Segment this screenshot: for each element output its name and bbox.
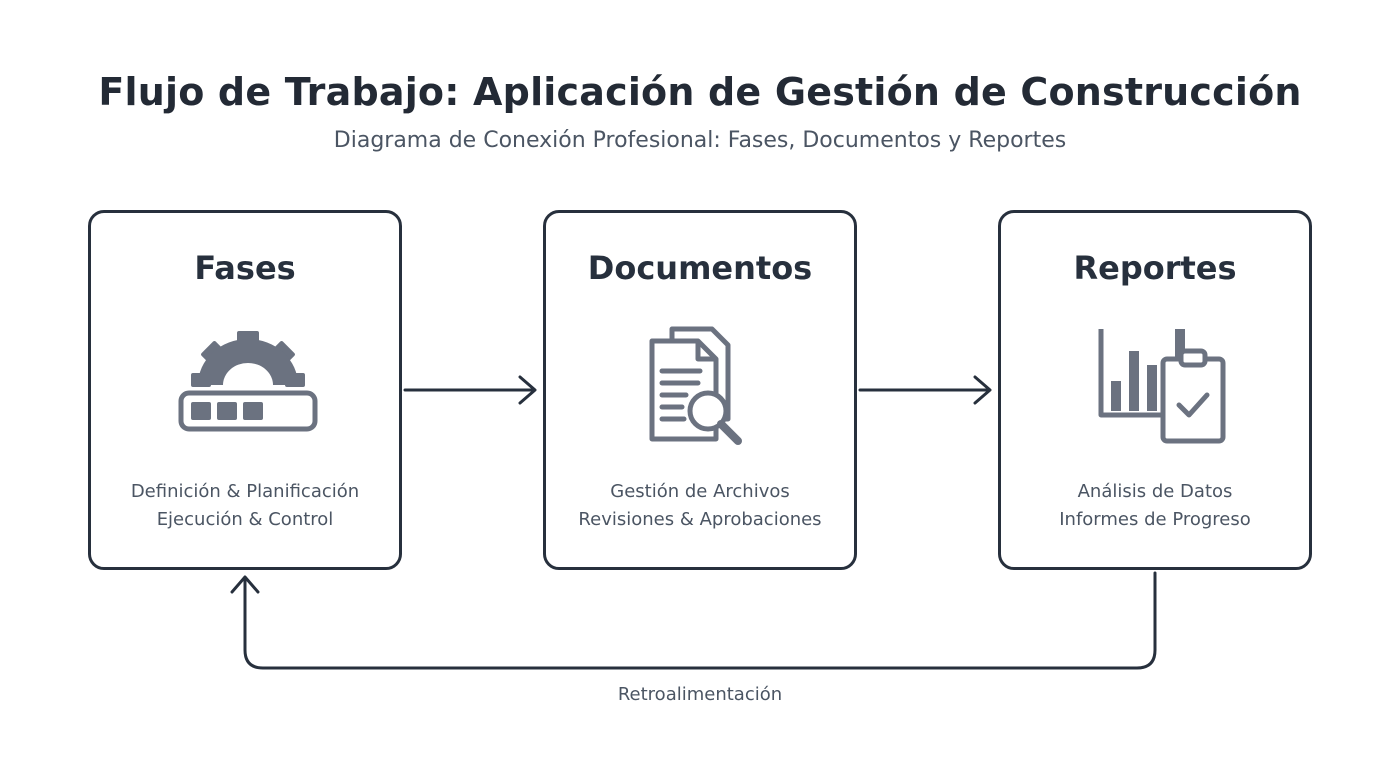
card-title: Fases (194, 249, 296, 287)
card-description-line: Análisis de Datos (1077, 481, 1233, 502)
card-description-line: Informes de Progreso (1059, 509, 1251, 530)
card-documentos: Documentos Gestión de Archivos Revisione… (543, 210, 857, 570)
arrow-documentos-to-reportes (858, 375, 992, 405)
diagram-subtitle: Diagrama de Conexión Profesional: Fases,… (333, 128, 1067, 153)
card-fases: Fases Definición & Planificación Ejecuci… (88, 210, 402, 570)
card-description-line: Gestión de Archivos (610, 481, 790, 502)
card-description-line: Revisiones & Aprobaciones (578, 509, 822, 530)
arrow-fases-to-documentos (403, 375, 537, 405)
card-description-line: Definición & Planificación (130, 481, 360, 502)
card-description-line: Ejecución & Control (156, 509, 334, 530)
arrow-feedback-loop (230, 571, 1157, 670)
chart-clipboard-icon (1098, 329, 1226, 444)
gear-progress-icon (178, 331, 318, 432)
card-title: Reportes (1073, 249, 1237, 287)
card-reportes: Reportes Análisis de Datos Informes de P… (998, 210, 1312, 570)
card-title: Documentos (587, 249, 813, 287)
diagram-title: Flujo de Trabajo: Aplicación de Gestión … (98, 70, 1302, 114)
feedback-label: Retroalimentación (617, 684, 783, 705)
document-search-icon (649, 326, 742, 445)
